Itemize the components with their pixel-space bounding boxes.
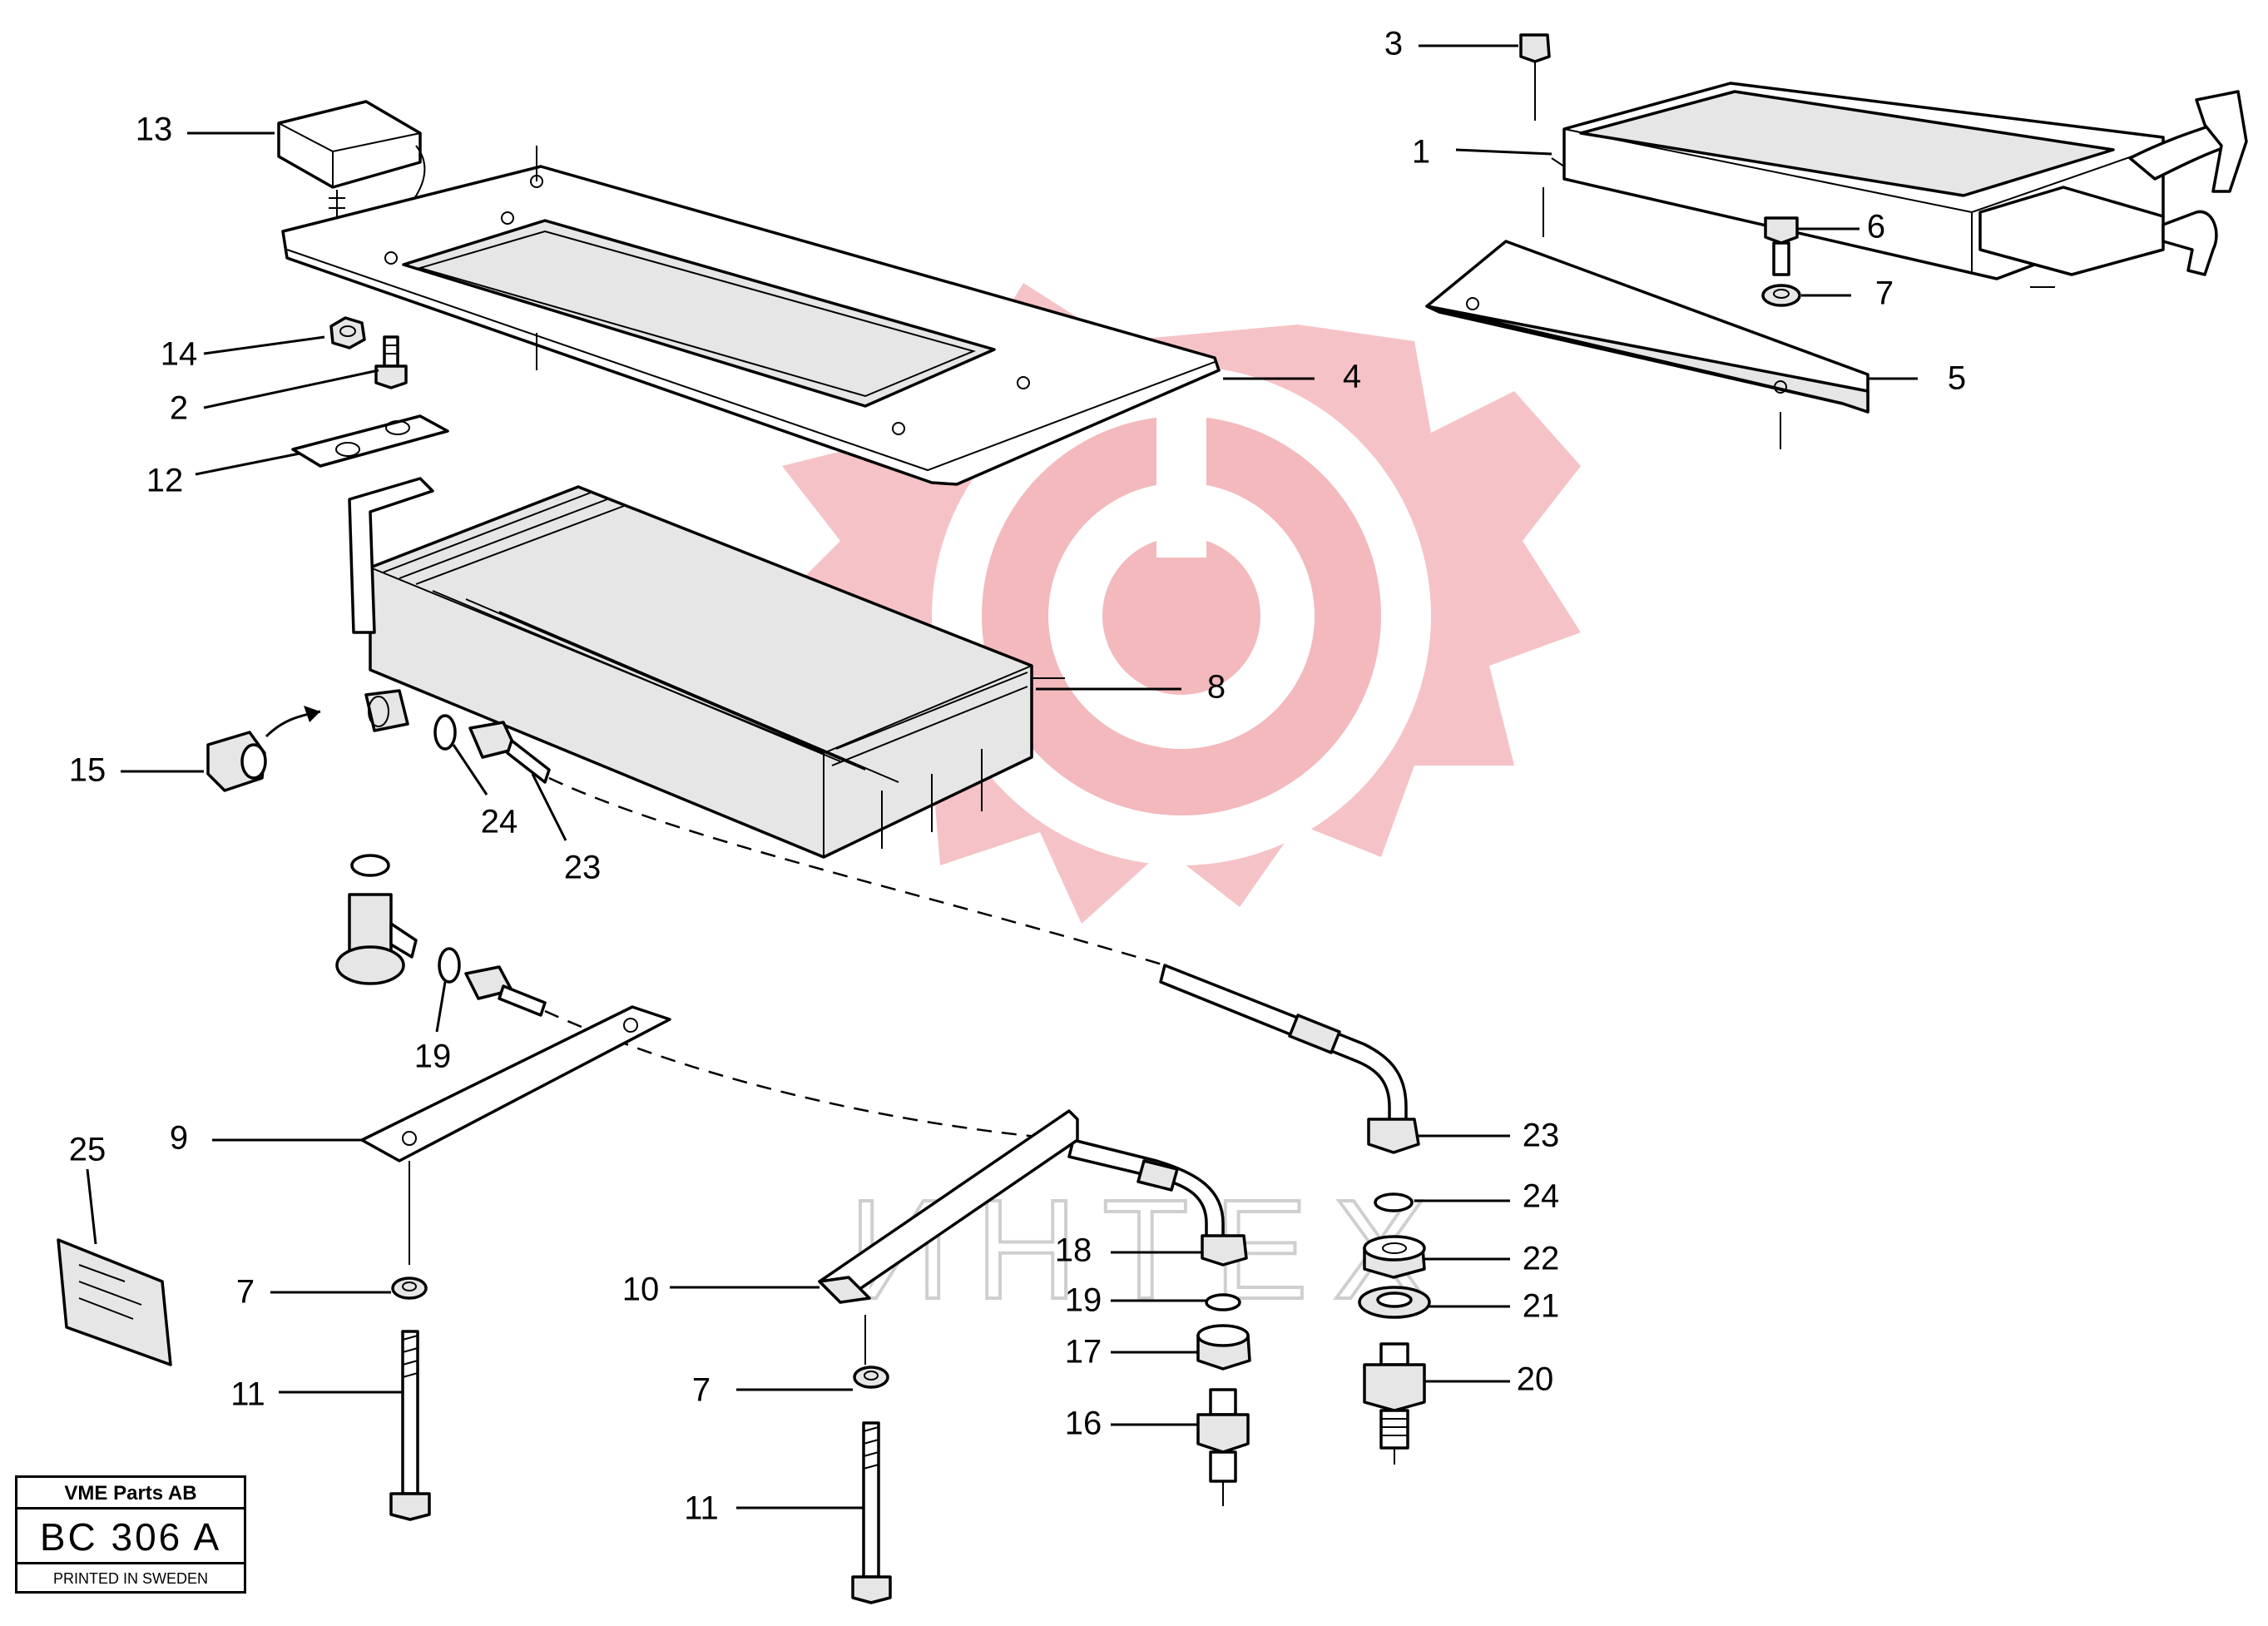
callout-13: 13 [136, 112, 173, 148]
part-7-washer-left [391, 1277, 428, 1300]
callout-24-right: 24 [1523, 1178, 1560, 1215]
callout-19-left: 19 [414, 1039, 452, 1075]
part-7-washer-top [1761, 284, 1801, 307]
callout-labels: 13 14 2 12 4 8 15 24 23 19 9 25 7 11 10 … [69, 26, 1966, 1527]
part-3-nut-top [1519, 33, 1551, 121]
part-10-angle-bracket [818, 1109, 1079, 1365]
callout-16: 16 [1065, 1405, 1102, 1442]
part-7-washer-middle [853, 1366, 889, 1389]
callout-8: 8 [1207, 669, 1226, 706]
callout-17: 17 [1065, 1334, 1102, 1371]
part-24-washer-upper [433, 714, 457, 751]
part-16-union [1196, 1388, 1250, 1506]
part-18-nut [1201, 1234, 1248, 1267]
part-23-nut-right [1367, 1118, 1420, 1154]
part-25-label-plate [57, 1238, 172, 1366]
callout-11-left: 11 [230, 1376, 265, 1413]
part-4-cover-plate [281, 146, 1221, 486]
title-block: VME Parts AB BC 306 A PRINTED IN SWEDEN [15, 1475, 246, 1594]
callout-14: 14 [161, 336, 198, 373]
part-5-angle-bracket [1425, 187, 1869, 449]
hose-lower-dashed [544, 1009, 1074, 1142]
inset-heater-assembly [1551, 82, 2248, 288]
callout-11-middle: 11 [684, 1490, 719, 1527]
callout-24-upper: 24 [481, 804, 518, 840]
callout-20: 20 [1517, 1361, 1554, 1398]
part-11-bolt-middle [851, 1421, 892, 1604]
part-15-rubber-cap [206, 706, 321, 792]
callout-12: 12 [146, 463, 184, 499]
title-block-drawing-code: BC 306 A [17, 1510, 244, 1564]
part-24-washer-right [1374, 1192, 1414, 1212]
callout-18: 18 [1055, 1232, 1092, 1269]
leader-lines [86, 44, 1918, 1510]
fitting-elbow-upper [364, 689, 409, 732]
callout-7-top: 7 [1875, 275, 1894, 312]
title-block-printed-note: PRINTED IN SWEDEN [52, 1570, 208, 1587]
part-19-washer-right [1205, 1293, 1241, 1311]
callout-7-middle: 7 [692, 1372, 711, 1409]
part-12-plate [291, 414, 449, 468]
part-20-union [1363, 1342, 1426, 1465]
nipple-lower-left [464, 965, 547, 1017]
part-9-strap [360, 1005, 671, 1265]
callout-9: 9 [170, 1120, 188, 1157]
callout-10: 10 [622, 1272, 660, 1308]
callout-5: 5 [1948, 360, 1966, 397]
callout-7-left: 7 [236, 1274, 255, 1311]
part-17-nut [1196, 1324, 1251, 1371]
part-8-heater-core [348, 477, 1065, 859]
part-11-bolt-left [389, 1330, 431, 1521]
callout-19-right: 19 [1065, 1282, 1102, 1319]
part-23-nipple-upper [468, 721, 551, 784]
pipe-upper-right [1159, 964, 1408, 1125]
callout-21: 21 [1523, 1288, 1560, 1325]
callout-4: 4 [1343, 359, 1361, 395]
callout-3: 3 [1384, 26, 1403, 62]
hose-upper-dashed [548, 776, 1166, 967]
callout-23-right: 23 [1523, 1118, 1560, 1154]
callout-2: 2 [170, 390, 188, 427]
part-21-washer [1358, 1286, 1431, 1319]
part-22-nut [1363, 1235, 1426, 1279]
callout-23-upper: 23 [564, 850, 602, 886]
part-14-nut [329, 316, 366, 349]
part-2-bolt [374, 335, 408, 389]
part-6-bolt [1764, 216, 1799, 276]
part-19-washer-left [438, 947, 461, 984]
callout-1: 1 [1412, 134, 1430, 171]
callout-15: 15 [69, 752, 106, 789]
title-block-company: VME Parts AB [17, 1478, 244, 1510]
callout-22: 22 [1523, 1241, 1560, 1277]
tee-fitting-lower [335, 854, 418, 985]
callout-6: 6 [1867, 209, 1885, 245]
callout-25: 25 [69, 1132, 106, 1168]
